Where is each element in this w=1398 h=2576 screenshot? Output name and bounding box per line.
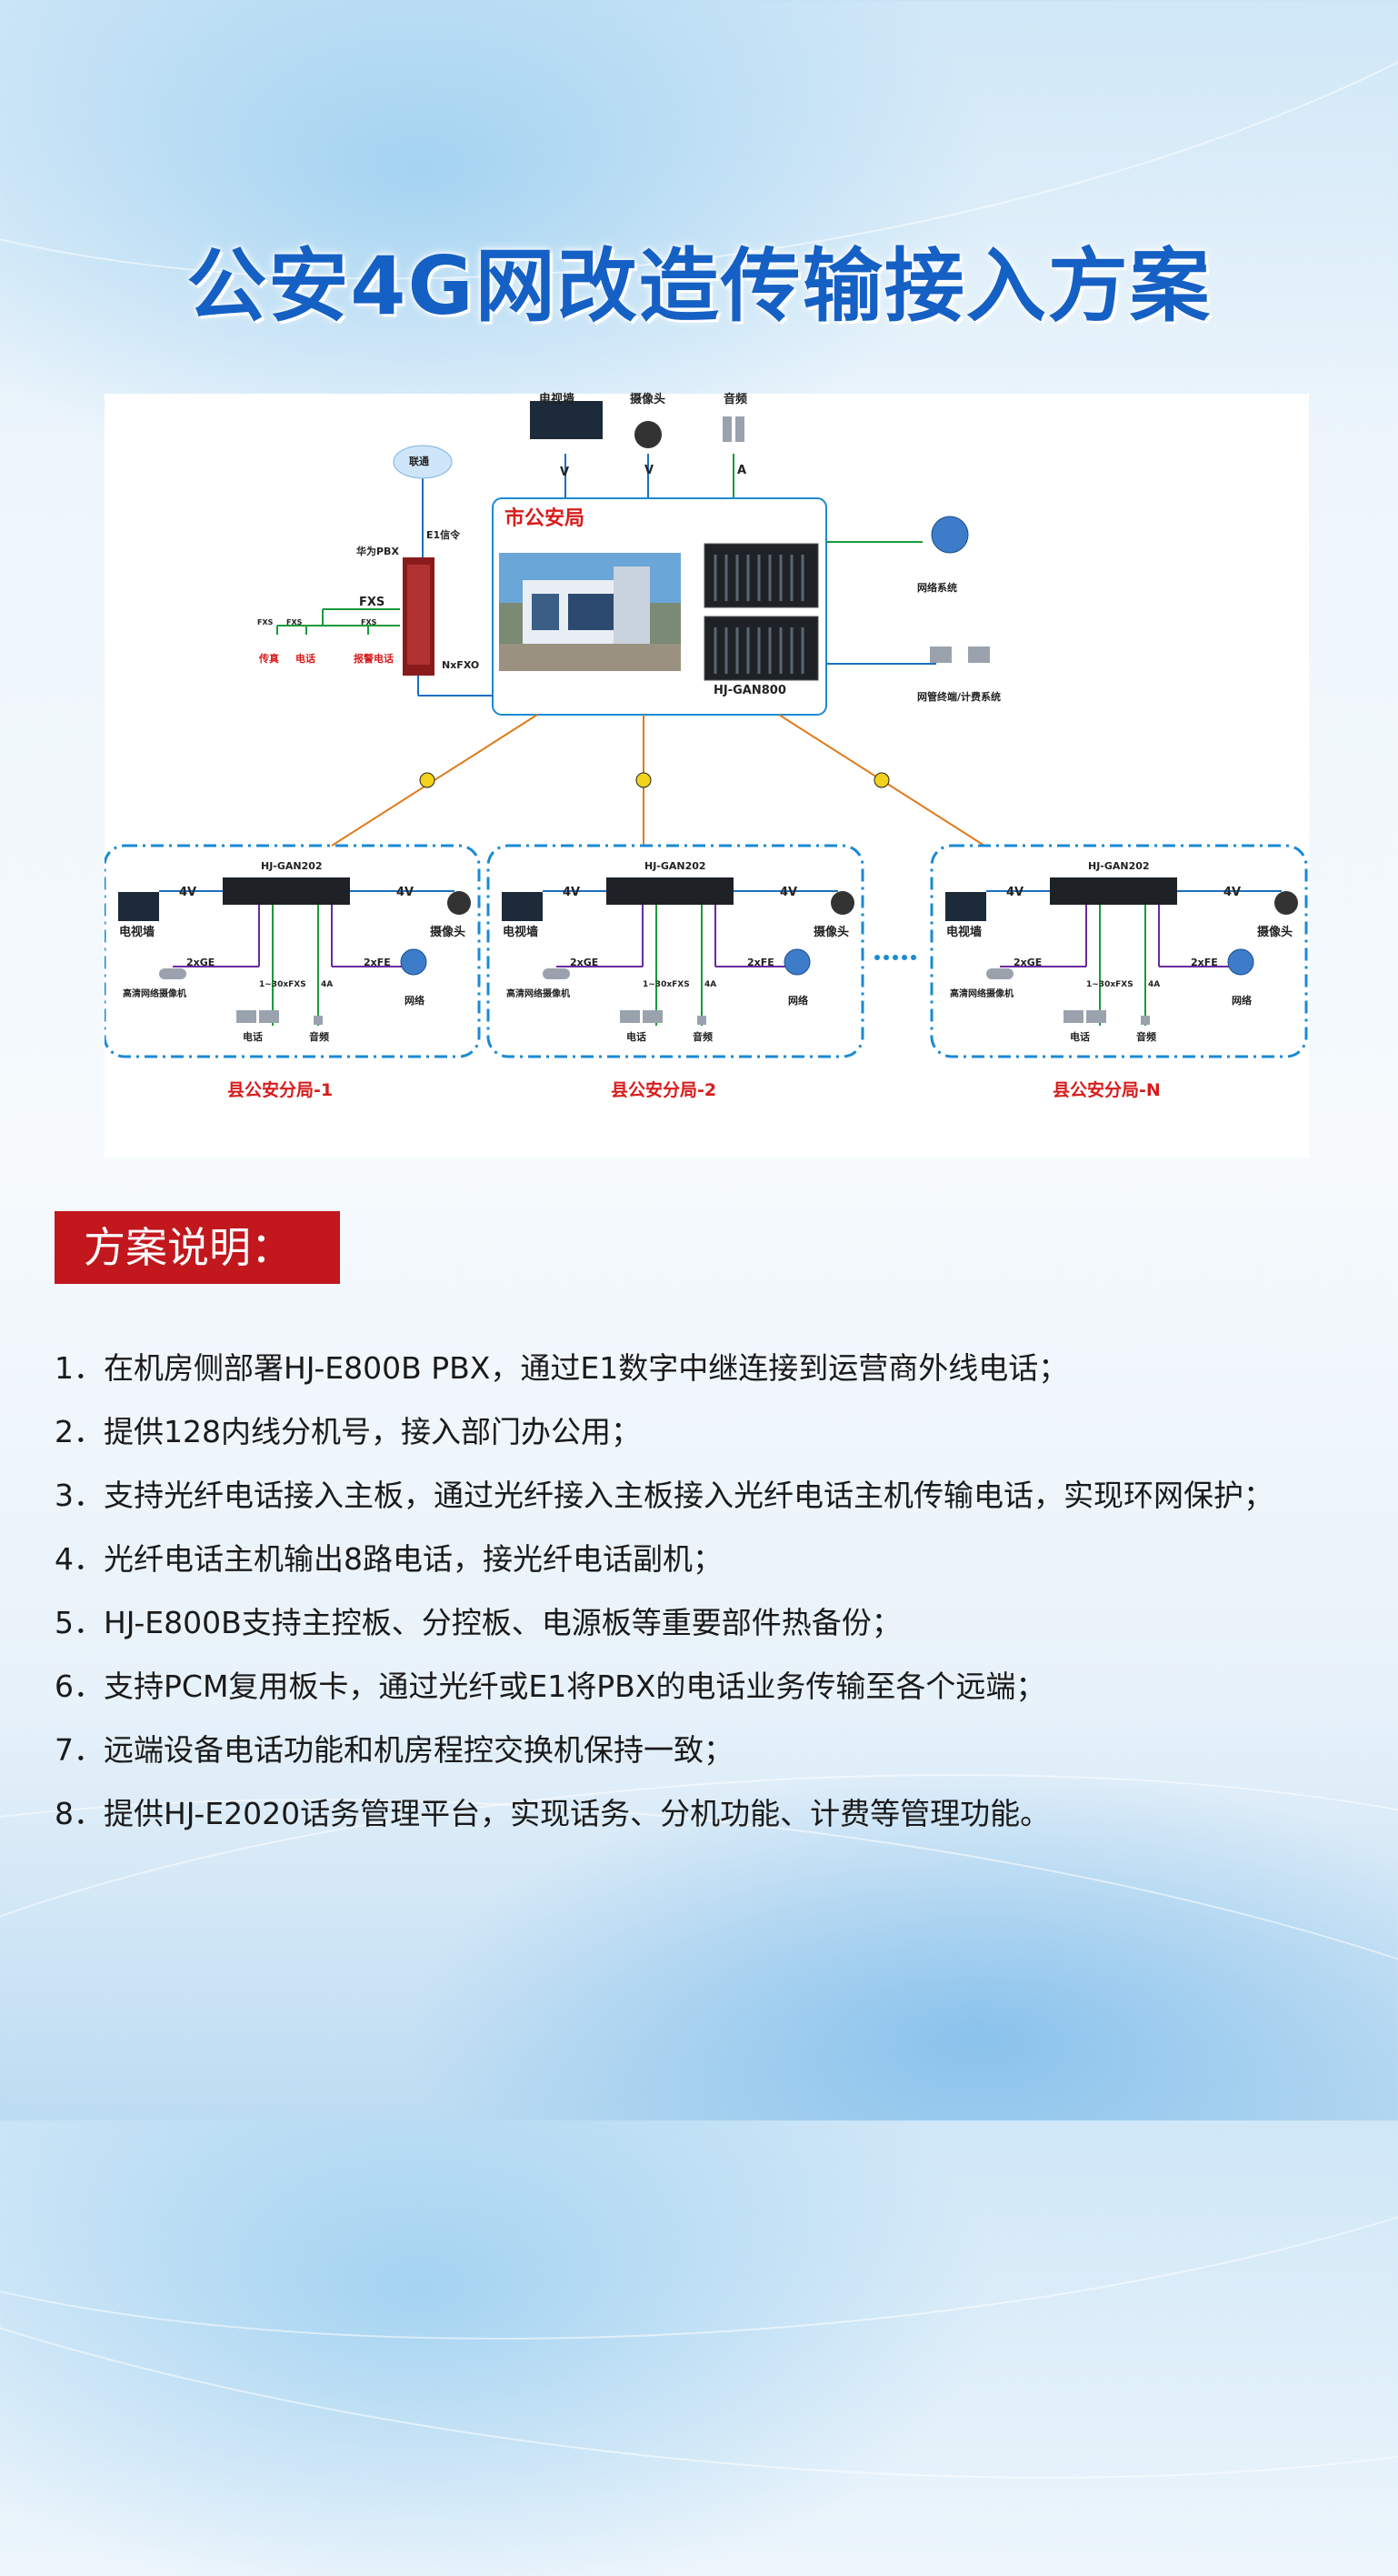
ge-label: 2xGE [1014,957,1043,968]
network-label: 网络 [1232,995,1252,1007]
audio-label: 音频 [693,1031,713,1043]
nxfxo-label: NxFXO [442,659,480,671]
link-4v-label: 4V [563,886,581,899]
fe-label: 2xFE [747,957,774,968]
audio-link-label: A [737,464,747,477]
county-label-2: 县公安分局-2 [611,1080,717,1100]
diagram-lines [105,401,1308,1058]
county-label-1: 县公安分局-1 [227,1080,334,1100]
video-link-label: V [644,464,654,477]
list-item: 4．光纤电话主机输出8路电话，接光纤电话副机； [55,1541,723,1577]
audio-4a-label: 4A [1148,980,1161,989]
camera-label: 摄像头 [630,393,666,406]
unicom-label: 联通 [409,456,429,467]
fxs-small-label: FXS [286,618,303,626]
link-4v-label: 4V [1223,886,1242,899]
gan800-label: HJ-GAN800 [714,684,786,697]
tv-wall-label: 电视墙 [503,926,539,939]
fxs-small-label: FXS [257,618,274,626]
link-4v-label: 4V [780,886,798,899]
list-item: 5．HJ-E800B支持主控板、分控板、电源板等重要部件热备份； [55,1605,902,1640]
link-4v-label: 4V [179,886,197,899]
list-item: 1．在机房侧部署HJ-E800B PBX，通过E1数字中继连接到运营商外线电话； [55,1350,1069,1386]
link-4v-label: 4V [396,886,414,899]
list-item: 6．支持PCM复用板卡，通过光纤或E1将PBX的电话业务传输至各个远端； [55,1669,1046,1704]
network-diagram: 电视墙 摄像头 音频 V V A 市公安局 HJ-GAN800 联通 E1信令 … [105,394,1309,1158]
phone-label: 电话 [243,1031,263,1043]
list-item: 8．提供HJ-E2020话务管理平台，实现话务、分机功能、计费等管理功能。 [55,1796,1051,1831]
gan202-label: HJ-GAN202 [261,860,323,872]
audio-label: 音频 [309,1031,329,1043]
audio-4a-label: 4A [321,980,334,989]
audio-label: 音频 [724,393,748,406]
page-title: 公安4G网改造传输接入方案 [186,239,1212,333]
tv-wall-label: 电视墙 [119,926,155,939]
hd-camera-label: 高清网络摄像机 [123,989,186,999]
network-system-label: 网络系统 [917,582,957,594]
camera-label: 摄像头 [1257,926,1293,939]
hd-camera-label: 高清网络摄像机 [506,989,570,999]
city-bureau-title: 市公安局 [504,507,585,530]
hd-camera-label: 高清网络摄像机 [950,989,1014,999]
audio-label: 音频 [1136,1031,1156,1043]
gan202-label: HJ-GAN202 [1088,860,1150,872]
audio-4a-label: 4A [704,980,717,989]
tv-wall-label: 电视墙 [946,926,983,939]
ge-label: 2xGE [570,957,599,968]
fe-label: 2xFE [364,957,391,968]
fxs-count-label: 1~30xFXS [259,980,306,989]
bg-swoosh [0,0,1398,400]
description-list: 1．在机房侧部署HJ-E800B PBX，通过E1数字中继连接到运营商外线电话；… [55,1337,1363,1846]
list-item: 2．提供128内线分机号，接入部门办公用； [55,1414,641,1449]
ge-label: 2xGE [186,957,215,968]
fxs-count-label: 1~30xFXS [1086,980,1133,989]
phone-label: 电话 [295,653,315,665]
alarm-phone-label: 报警电话 [354,653,394,665]
tv-wall-label: 电视墙 [539,393,575,406]
fxs-label: FXS [359,596,385,609]
phone-label: 电话 [1070,1031,1090,1043]
camera-label: 摄像头 [814,926,850,939]
e1-signal-label: E1信令 [426,529,461,541]
fe-label: 2xFE [1191,957,1218,968]
camera-label: 摄像头 [430,926,466,939]
list-item: 3．支持光纤电话接入主板，通过光纤接入主板接入光纤电话主机传输电话，实现环网保护… [55,1478,1273,1513]
fxs-count-label: 1~30xFXS [643,980,690,989]
video-link-label: V [560,466,570,479]
network-label: 网络 [788,995,808,1007]
link-4v-label: 4V [1006,886,1024,899]
network-label: 网络 [404,995,424,1007]
gan202-label: HJ-GAN202 [644,860,706,872]
huawei-pbx-label: 华为PBX [356,546,399,557]
list-item: 7．远端设备电话功能和机房程控交换机保持一致； [55,1732,734,1768]
county-label-n: 县公安分局-N [1053,1080,1161,1100]
phone-label: 电话 [626,1031,646,1043]
fax-label: 传真 [259,653,279,665]
nms-billing-label: 网管终端/计费系统 [917,691,1002,703]
fxs-small-label: FXS [361,618,377,626]
section-title: 方案说明： [55,1211,340,1284]
